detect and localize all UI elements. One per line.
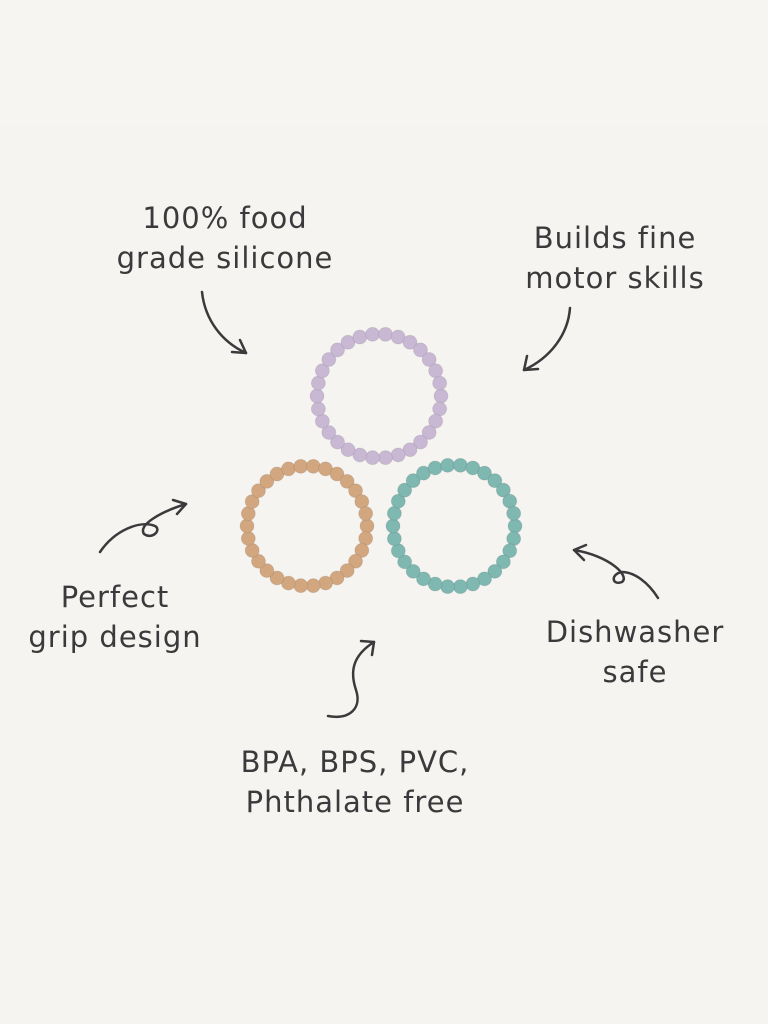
bead — [487, 473, 503, 489]
bead — [502, 543, 518, 559]
bead — [314, 363, 330, 379]
bead — [330, 342, 346, 358]
bead — [428, 413, 444, 429]
bead — [440, 579, 456, 595]
ring-teal — [385, 457, 523, 595]
bead — [359, 518, 375, 534]
bead — [339, 473, 355, 489]
top-band — [0, 0, 768, 125]
bead — [465, 576, 481, 592]
feature-line: Phthalate free — [245, 785, 465, 819]
bead — [354, 542, 370, 558]
bead — [412, 434, 428, 450]
arrow-icon-motor — [522, 306, 572, 372]
bead — [348, 483, 364, 499]
bead — [506, 505, 522, 521]
bead — [305, 458, 321, 474]
bead — [293, 578, 309, 594]
bead — [432, 375, 448, 391]
bead — [329, 466, 345, 482]
bead — [397, 482, 413, 498]
bead — [239, 518, 255, 534]
feature-grip-design: Perfect grip design — [10, 577, 220, 657]
bead — [495, 554, 511, 570]
bead — [402, 334, 418, 350]
teether-rings — [239, 326, 523, 595]
bead — [397, 554, 413, 570]
feature-line: 100% food — [142, 201, 308, 235]
bead — [386, 531, 402, 547]
bead — [452, 579, 468, 595]
arrow-icon-dishwasher — [572, 543, 660, 600]
feature-line: grade silicone — [116, 241, 334, 275]
bead — [405, 473, 421, 489]
bead — [340, 334, 356, 350]
bead — [487, 563, 503, 579]
feature-line: Builds fine — [533, 221, 697, 255]
bead — [293, 458, 309, 474]
arrow-icon-bpa — [326, 639, 376, 719]
feature-line: Perfect — [60, 580, 170, 614]
bead — [310, 401, 326, 417]
ring-tan — [239, 458, 375, 594]
ring-lilac — [309, 326, 449, 466]
bead — [477, 465, 492, 481]
bead — [250, 483, 266, 499]
bead — [321, 424, 337, 440]
feature-line: Dishwasher — [545, 615, 725, 649]
feature-fine-motor-skills: Builds fine motor skills — [500, 218, 730, 298]
bead — [352, 329, 368, 345]
bead — [495, 482, 511, 498]
bead — [352, 447, 368, 463]
bead — [365, 450, 381, 466]
feature-line: safe — [602, 655, 668, 689]
bead — [390, 447, 406, 463]
bead — [421, 352, 437, 368]
bead — [433, 388, 449, 404]
bead — [377, 326, 393, 342]
bead — [309, 388, 325, 404]
bead — [330, 434, 346, 450]
bead — [259, 563, 275, 579]
bead — [318, 575, 334, 591]
bead — [452, 457, 468, 473]
bead — [240, 530, 256, 546]
bead — [440, 457, 456, 473]
bead — [416, 571, 431, 587]
bead — [402, 442, 418, 458]
bead — [405, 563, 421, 579]
arrow-icon-grip — [98, 498, 188, 554]
bead — [280, 461, 296, 477]
bead — [321, 352, 337, 368]
bead — [365, 326, 381, 342]
bead — [507, 518, 523, 534]
feature-bpa-free: BPA, BPS, PVC, Phthalate free — [210, 742, 500, 822]
bead — [269, 570, 285, 586]
bead — [427, 460, 443, 476]
bead — [412, 342, 428, 358]
bead — [340, 442, 356, 458]
bead — [421, 424, 437, 440]
feature-line: grip design — [28, 620, 202, 654]
arrow-icon-silicone — [200, 290, 248, 355]
bead — [358, 506, 374, 522]
feature-dishwasher-safe: Dishwasher safe — [525, 612, 745, 692]
bead — [390, 493, 406, 509]
bead — [259, 473, 275, 489]
bead — [244, 494, 260, 510]
bead — [305, 578, 321, 594]
feature-food-grade-silicone: 100% food grade silicone — [100, 198, 350, 278]
feature-line: BPA, BPS, PVC, — [240, 745, 470, 779]
bead — [377, 450, 393, 466]
feature-line: motor skills — [525, 261, 705, 295]
bead — [385, 518, 401, 534]
bead — [348, 553, 364, 569]
bead — [390, 329, 406, 345]
bead — [250, 553, 266, 569]
bead — [339, 563, 355, 579]
